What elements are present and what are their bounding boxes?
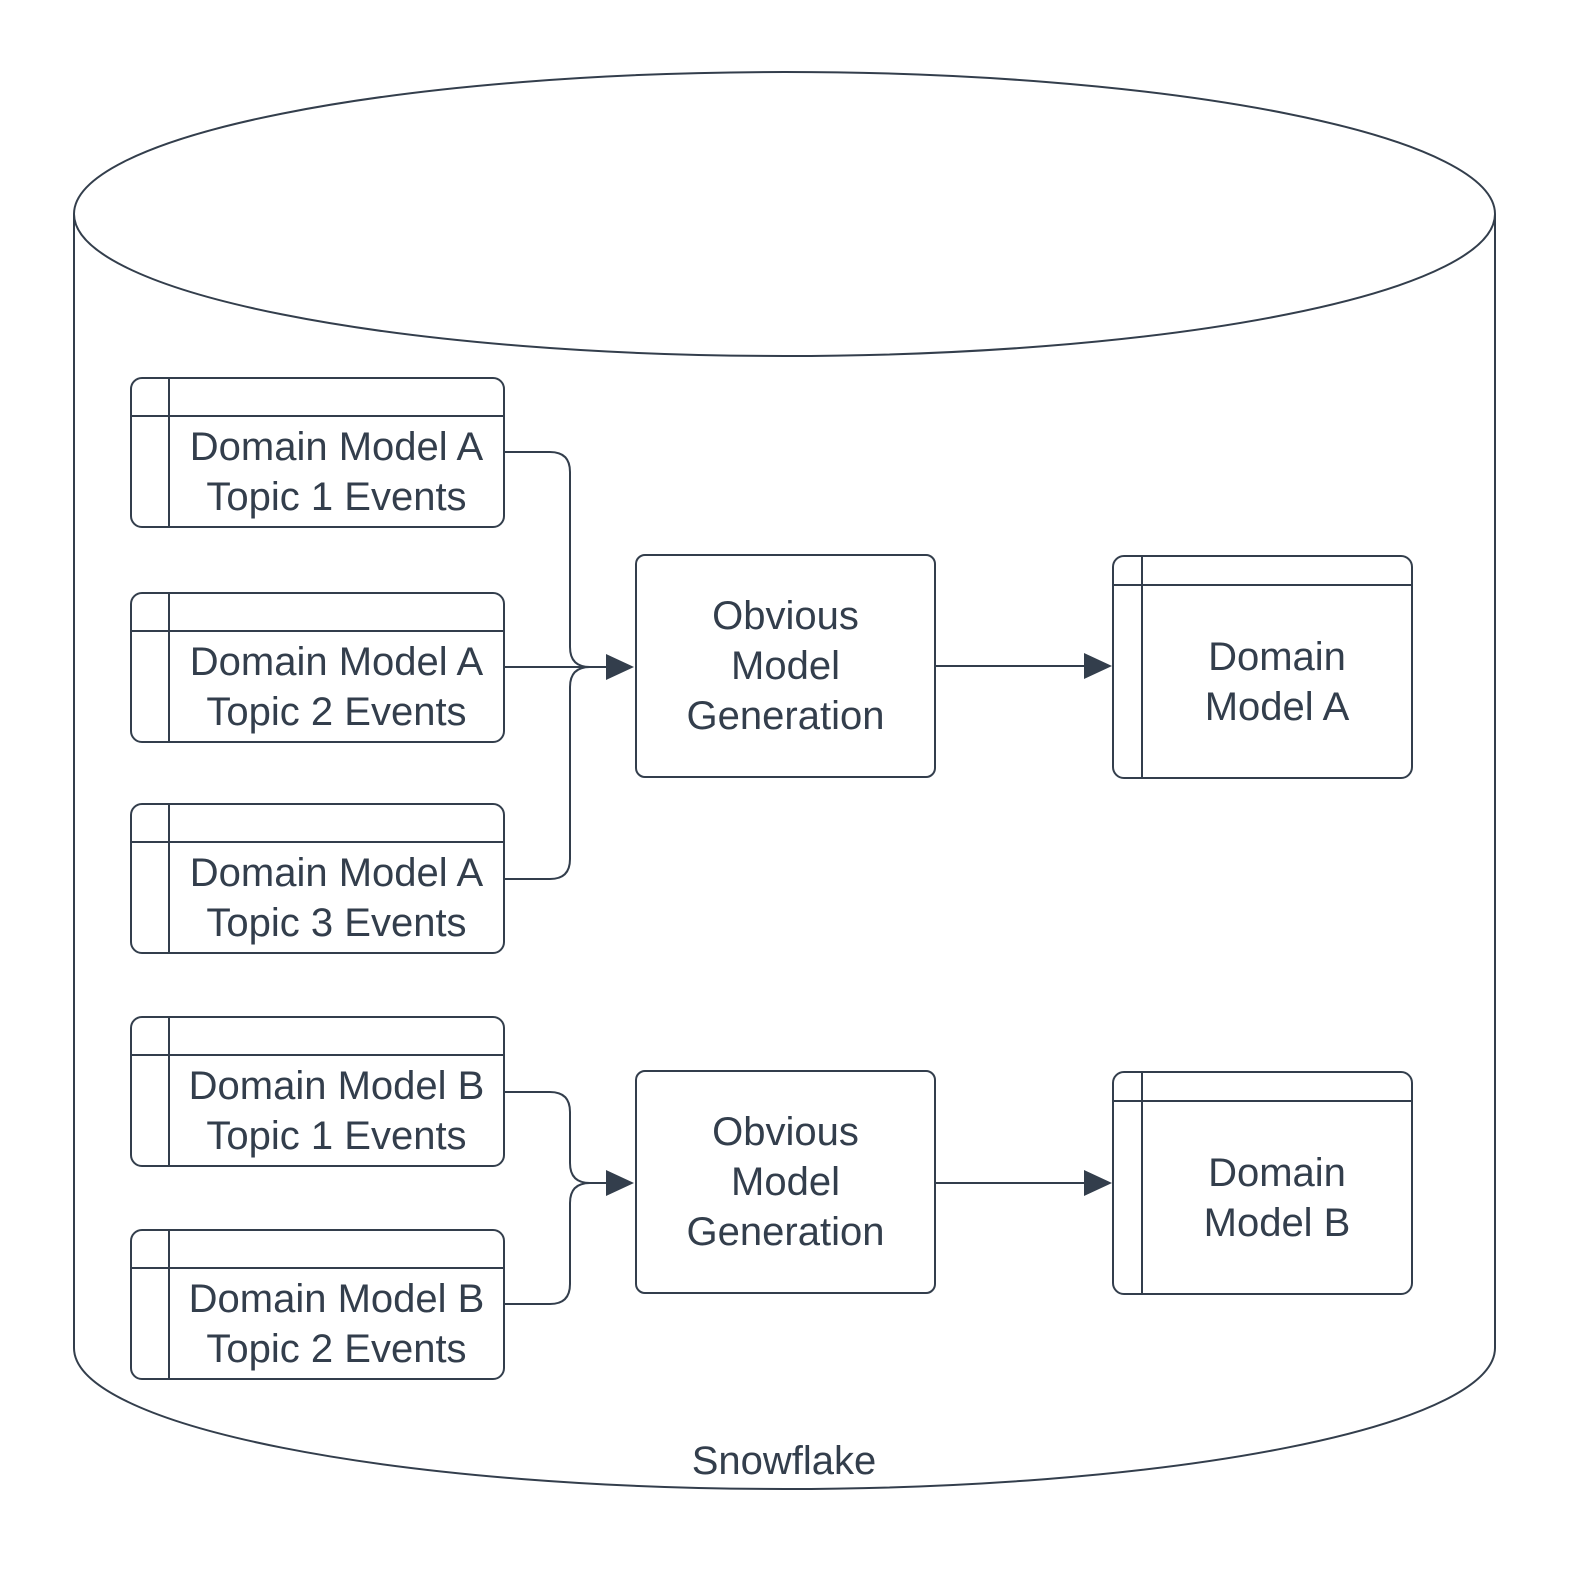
table-label-line: Topic 1 Events [206, 1113, 467, 1158]
connector-b-topic2 [505, 1182, 591, 1305]
table-label-line: Domain Model A [189, 639, 484, 684]
table-label-line: Domain [1208, 634, 1346, 679]
table-left-column-line [168, 1231, 170, 1378]
process-label-line: Obvious [712, 594, 859, 638]
table-label-line: Domain Model A [189, 850, 484, 895]
table-label-line: Domain [1208, 1150, 1346, 1195]
table-header-line [132, 1267, 503, 1269]
process-label-line: Model [731, 1160, 840, 1204]
table-header-line [132, 1054, 503, 1056]
table-left-column-line [1141, 557, 1143, 777]
table-label: Domain Model A Topic 2 Events [170, 632, 503, 741]
cylinder-top-ellipse [73, 71, 1496, 357]
table-label-line: Topic 1 Events [206, 474, 467, 519]
process-label-line: Generation [686, 1210, 885, 1254]
table-label: Domain Model A [1143, 586, 1411, 777]
process-label-line: Model [731, 644, 840, 688]
table-label-line: Topic 3 Events [206, 900, 467, 945]
snowflake-label: Snowflake [691, 1439, 877, 1483]
process-box-obvious-model-generation-b: Obvious Model Generation [635, 1070, 936, 1294]
table-label: Domain Model B Topic 1 Events [170, 1056, 503, 1165]
table-header-line [132, 841, 503, 843]
connector-b-topic1 [505, 1091, 591, 1184]
process-box-obvious-model-generation-a: Obvious Model Generation [635, 554, 936, 778]
table-label-line: Topic 2 Events [206, 1326, 467, 1371]
table-label: Domain Model A Topic 1 Events [170, 417, 503, 526]
table-header-line [132, 630, 503, 632]
table-label: Domain Model B [1143, 1102, 1411, 1293]
table-label-line: Model A [1204, 684, 1350, 729]
process-label-line: Obvious [712, 1110, 859, 1154]
table-left-column-line [168, 594, 170, 741]
arrowhead-into-generation-b [606, 1170, 634, 1196]
table-header-line [132, 415, 503, 417]
table-label-line: Domain Model B [188, 1063, 485, 1108]
table-label: Domain Model B Topic 2 Events [170, 1269, 503, 1378]
connector-a-topic3 [505, 666, 591, 880]
table-domain-model-a-topic-3-events: Domain Model A Topic 3 Events [130, 803, 505, 954]
table-domain-model-b-topic-2-events: Domain Model B Topic 2 Events [130, 1229, 505, 1380]
table-left-column-line [1141, 1073, 1143, 1293]
table-header-line [1114, 1100, 1411, 1102]
arrowhead-into-model-a [1084, 653, 1112, 679]
table-header-line [1114, 584, 1411, 586]
arrowhead-into-model-b [1084, 1170, 1112, 1196]
table-domain-model-a: Domain Model A [1112, 555, 1413, 779]
table-label-line: Topic 2 Events [206, 689, 467, 734]
table-domain-model-b: Domain Model B [1112, 1071, 1413, 1295]
connector-a-topic1 [505, 451, 591, 668]
table-domain-model-b-topic-1-events: Domain Model B Topic 1 Events [130, 1016, 505, 1167]
table-label-line: Model B [1203, 1200, 1351, 1245]
table-left-column-line [168, 379, 170, 526]
table-left-column-line [168, 805, 170, 952]
table-left-column-line [168, 1018, 170, 1165]
table-label-line: Domain Model A [189, 424, 484, 469]
table-domain-model-a-topic-1-events: Domain Model A Topic 1 Events [130, 377, 505, 528]
table-label-line: Domain Model B [188, 1276, 485, 1321]
table-label: Domain Model A Topic 3 Events [170, 843, 503, 952]
table-domain-model-a-topic-2-events: Domain Model A Topic 2 Events [130, 592, 505, 743]
arrowhead-into-generation-a [606, 654, 634, 680]
process-label-line: Generation [686, 694, 885, 738]
